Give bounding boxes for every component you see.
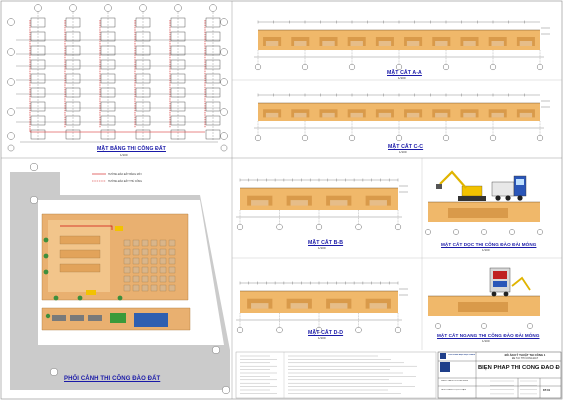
section-bb	[236, 178, 408, 230]
plan-scale: 1/100	[120, 153, 128, 157]
section-aa-scale: 1/100	[398, 76, 406, 80]
section-dd-title: MẶT CẮT D-D	[308, 330, 344, 336]
plan-title: MẶT BẰNG THI CÔNG ĐẤT	[97, 146, 166, 152]
tb-row-advisor: GIÁO VIÊN HƯỚNG DẪN	[441, 380, 468, 382]
section-dd	[236, 281, 408, 333]
section-cc-title: MẶT CẮT C-C	[388, 144, 424, 150]
sheet-title: BIỆN PHÁP THI CÔNG ĐÀO ĐẤT	[478, 365, 560, 371]
title-block	[235, 351, 562, 399]
section-cc-scale: 1/100	[399, 150, 407, 154]
project-type: ĐỒ ÁN KỸ THUẬT THI CÔNG 1	[504, 353, 546, 357]
long-section-title: MẶT CẮT DỌC THI CÔNG ĐÀO ĐÀI MÓNG	[441, 242, 537, 247]
section-cc	[254, 93, 550, 141]
legend-manual: HƯỚNG ĐÀO ĐẤT THỦ CÔNG	[108, 180, 143, 183]
section-aa-title: MẶT CẮT A-A	[387, 70, 422, 76]
perspective-title: PHỐI CẢNH THI CÔNG ĐÀO ĐẤT	[64, 376, 161, 382]
section-dd-scale: 1/100	[318, 336, 326, 340]
sheet-number: KT-01	[543, 389, 551, 392]
cross-section-scale: 1/100	[482, 339, 490, 343]
foundation-plan	[7, 4, 228, 152]
cross-section-title: MẶT CẮT NGANG THI CÔNG ĐÀO ĐÀI MÓNG	[437, 333, 540, 338]
long-section-scale: 1/100	[482, 248, 490, 252]
legend-machine: HƯỚNG ĐÀO ĐẤT BẰNG MÁY	[108, 173, 142, 176]
tb-row-student: SINH VIÊN THỰC HIỆN	[441, 389, 466, 391]
section-aa	[254, 20, 550, 70]
project-name: ĐỀ TÀI: THI CÔNG ĐẤT	[511, 357, 539, 360]
cross-section-truck	[428, 267, 540, 329]
section-bb-scale: 1/100	[318, 246, 326, 250]
long-section-excavator	[425, 170, 543, 235]
section-bb-title: MẶT CẮT B-B	[308, 240, 344, 246]
school-name: TRƯỜNG ĐẠI HỌC KIẾN TRÚC HÀ NỘI	[448, 354, 476, 356]
site-perspective	[10, 163, 230, 394]
